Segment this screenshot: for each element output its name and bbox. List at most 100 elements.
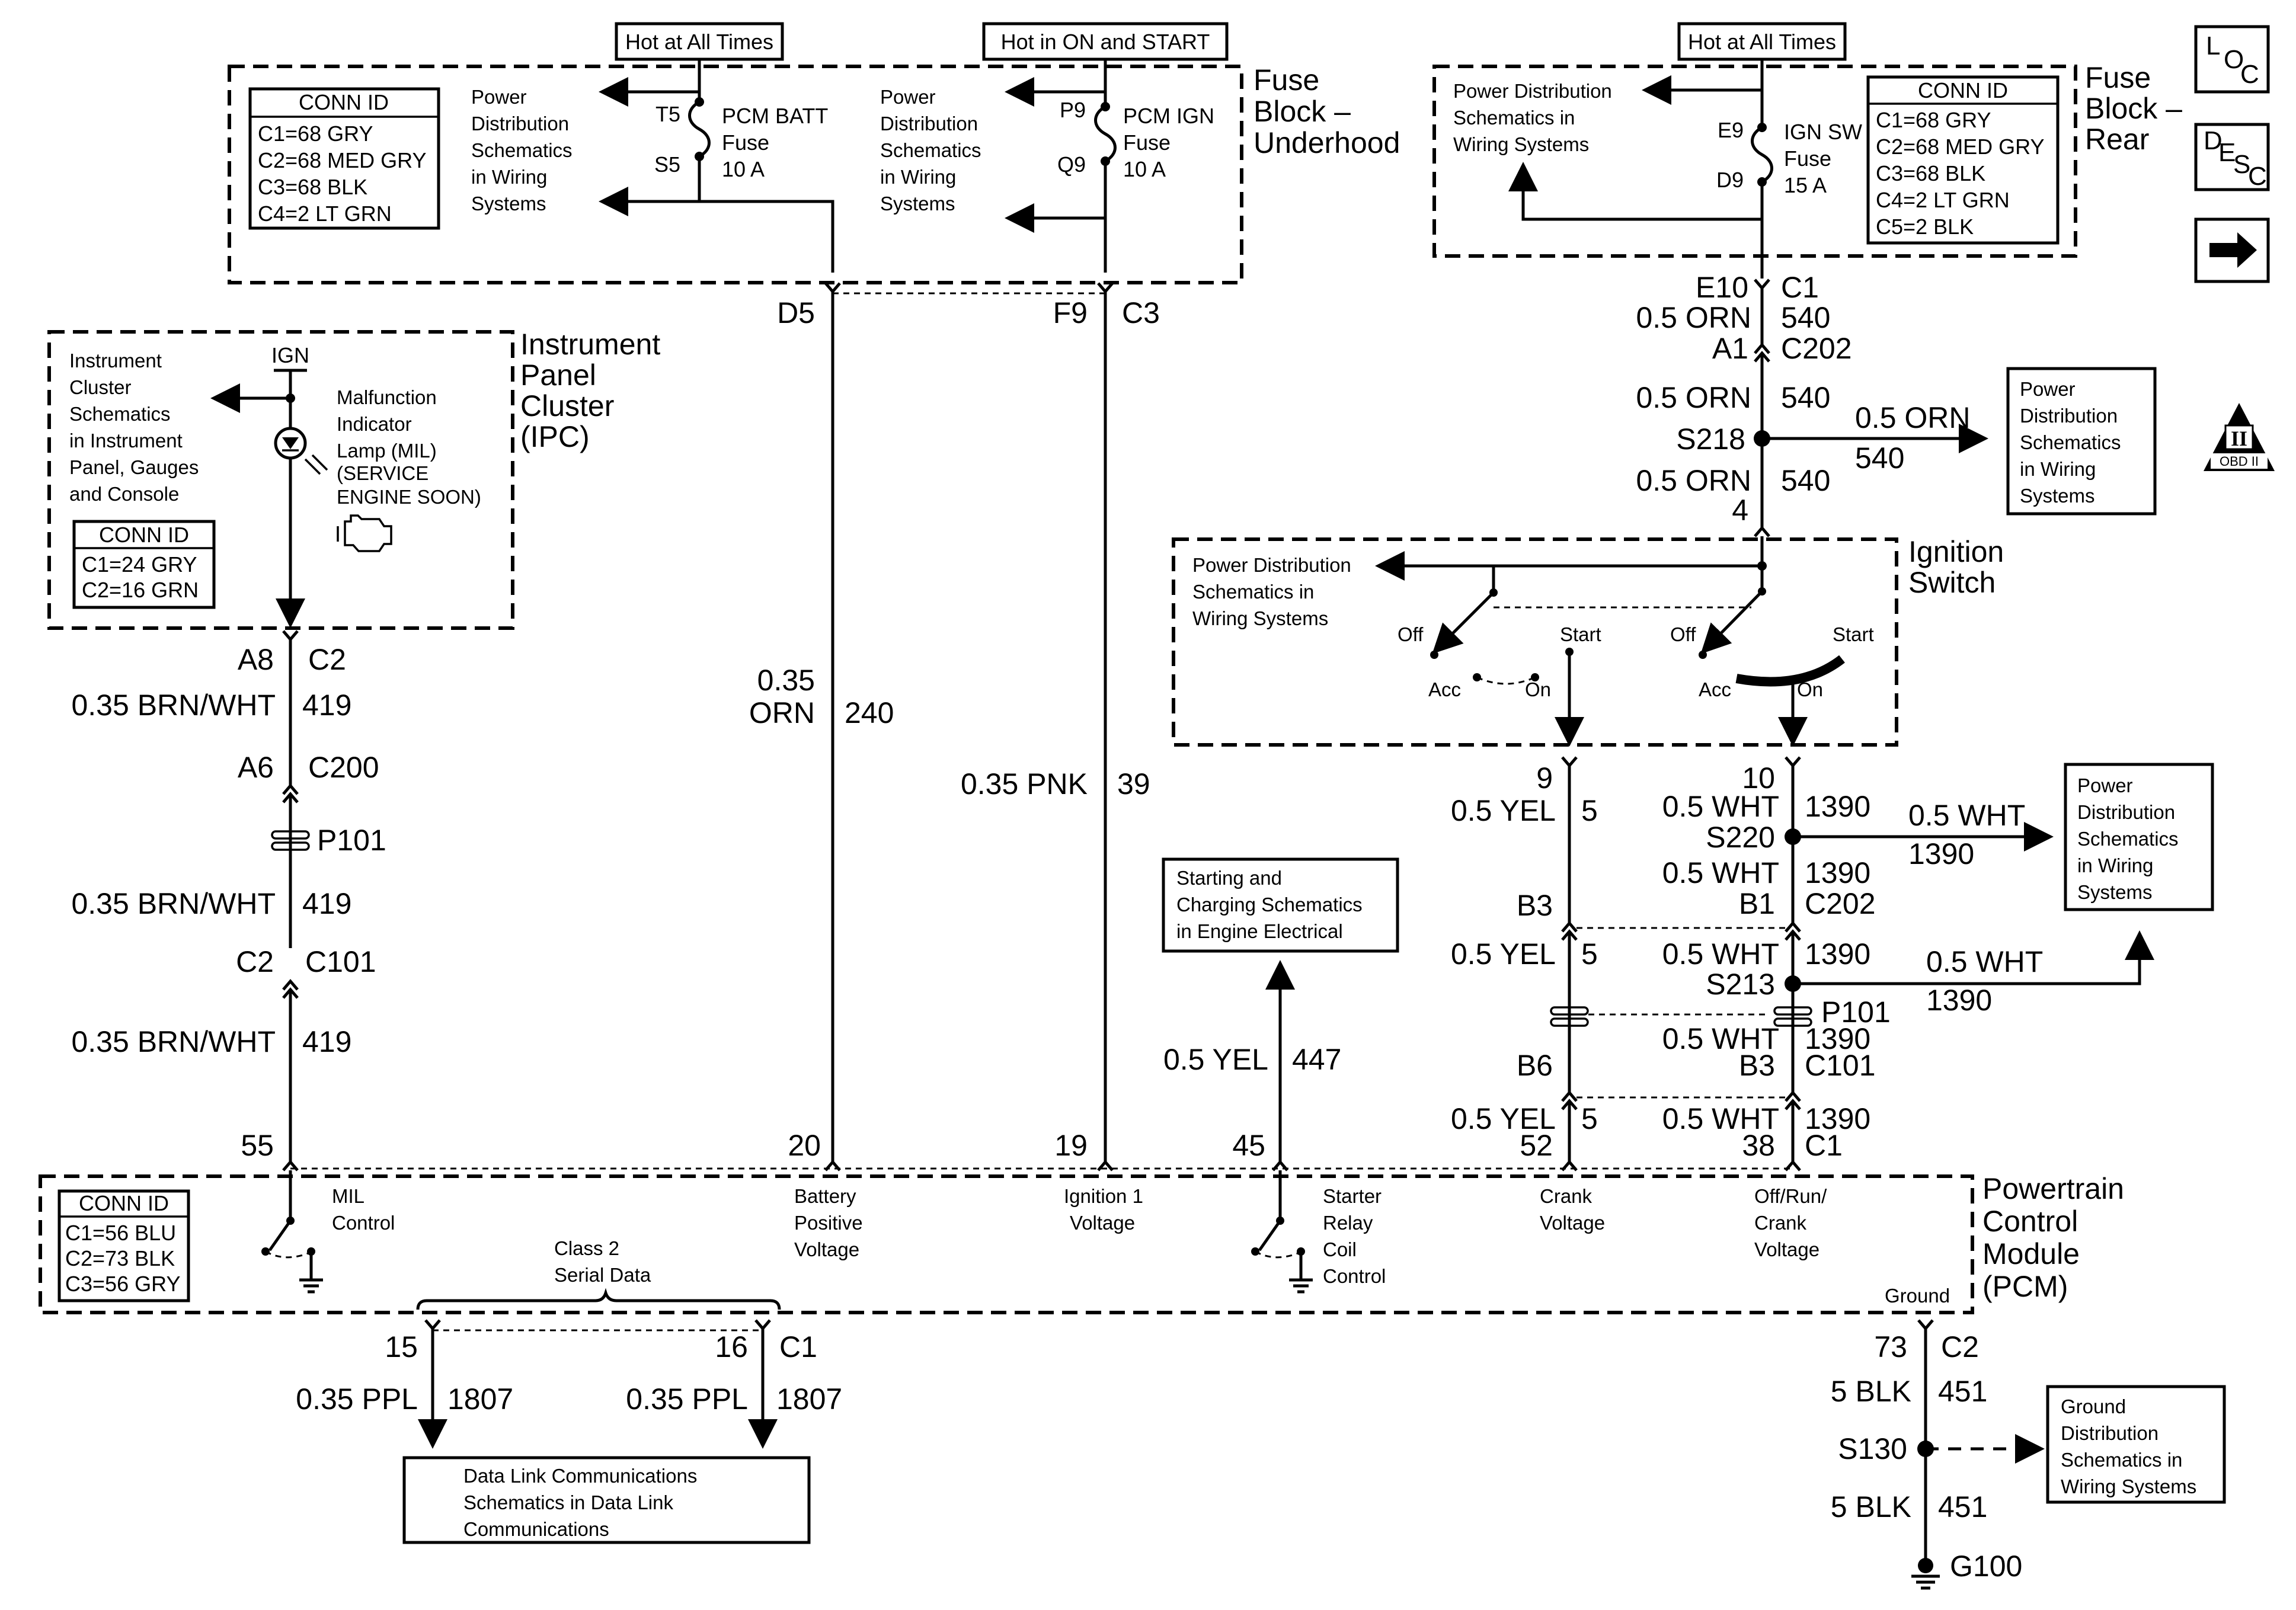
run-v-label-1: Off/Run/ bbox=[1754, 1185, 1827, 1207]
ign-start-right: Start bbox=[1833, 623, 1874, 645]
pd-540-line5: Systems bbox=[2020, 485, 2095, 507]
fuse-block-underhood-title-2: Block – bbox=[1253, 95, 1351, 128]
ipc-conn-head: CONN ID bbox=[99, 523, 189, 547]
n1390-label-5: 1390 bbox=[1805, 1102, 1870, 1135]
ign-sw-right-blade bbox=[1700, 590, 1763, 654]
b6-connector-symbol bbox=[1561, 1090, 1578, 1102]
s220-label: S220 bbox=[1706, 821, 1775, 854]
fuse-block-rear-title-1: Fuse bbox=[2085, 61, 2151, 94]
pcm-c1-label: C1 bbox=[1805, 1129, 1843, 1162]
batt-v-label-2: Positive bbox=[794, 1212, 863, 1234]
n1390-label-4: 1390 bbox=[1805, 1022, 1870, 1055]
n5-label-1: 5 bbox=[1581, 794, 1598, 827]
f9-connector-symbol bbox=[1097, 282, 1114, 294]
wire-419-label-1: 0.35 BRN/WHT bbox=[71, 689, 276, 722]
pin16-connector-symbol bbox=[754, 1319, 771, 1331]
ground-dist-line4: Wiring Systems bbox=[2061, 1475, 2196, 1497]
pcm-outline bbox=[39, 1174, 1974, 1314]
wire-447-label: 0.5 YEL bbox=[1163, 1043, 1268, 1076]
fuse-block-underhood-title-1: Fuse bbox=[1253, 63, 1319, 97]
desc-icon-frame[interactable] bbox=[2194, 123, 2270, 191]
pcm-title-3: Module bbox=[1982, 1237, 2080, 1270]
instrument-panel-cluster: Instrument Panel Cluster (IPC) Instrumen… bbox=[47, 328, 660, 630]
desc-icon-letter-s: S bbox=[2233, 150, 2250, 179]
rear-conn-head: CONN ID bbox=[1918, 78, 2008, 103]
mil-diode-triangle bbox=[282, 437, 299, 449]
n540-branch-label: 540 bbox=[1855, 441, 1904, 475]
circuit-540: E10 C1 0.5 ORN 540 A1 C202 0.5 ORN 540 S… bbox=[1636, 271, 2157, 537]
starter-ctl-ground-icon bbox=[1289, 1278, 1313, 1294]
starting-box-line1: Starting and bbox=[1176, 867, 1282, 889]
n1390-branch-1: 1390 bbox=[1908, 837, 1974, 870]
ign-sw-left-blade bbox=[1432, 591, 1495, 654]
ign-off-left-contact bbox=[1430, 651, 1438, 659]
circuit-1807: 15 16 C1 0.35 PPL 1807 0.35 PPL 1807 Dat… bbox=[296, 1319, 842, 1544]
wht-1390-label-2: 0.5 WHT bbox=[1662, 856, 1779, 889]
p101-run-shape-2 bbox=[1773, 1017, 1812, 1027]
g100-label: G100 bbox=[1950, 1550, 2022, 1583]
mil-name-2: Indicator bbox=[337, 413, 412, 435]
hot-ign-label: Hot in ON and START bbox=[1001, 30, 1210, 54]
p101-crank-passthrough-icon bbox=[1550, 1006, 1589, 1027]
orn-540-label-3: 0.5 ORN bbox=[1636, 464, 1751, 497]
c200-label: C200 bbox=[308, 751, 379, 784]
c101-label-right: C101 bbox=[1805, 1049, 1876, 1082]
a8-connector-symbol bbox=[282, 630, 299, 642]
orn-540-label-2: 0.5 ORN bbox=[1636, 381, 1751, 414]
loc-icon[interactable]: L O C bbox=[2194, 25, 2270, 94]
loc-icon-frame[interactable] bbox=[2194, 25, 2270, 94]
ign-acc-left: Acc bbox=[1428, 678, 1461, 700]
pd-mid-line4: in Wiring bbox=[880, 166, 956, 188]
underhood-conn-head: CONN ID bbox=[299, 90, 389, 114]
ign-on-left: On bbox=[1525, 678, 1551, 700]
mil-ctl-label-1: MIL bbox=[332, 1185, 364, 1207]
p101-passthrough-icon bbox=[271, 830, 310, 851]
ground-dist-line3: Schematics in bbox=[2061, 1449, 2182, 1471]
batt-v-label-1: Battery bbox=[794, 1185, 856, 1207]
b1-label: B1 bbox=[1739, 887, 1775, 920]
ipc-title-4: (IPC) bbox=[520, 420, 590, 453]
yel-5-label-2: 0.5 YEL bbox=[1451, 937, 1556, 971]
underhood-conn-id-box bbox=[248, 87, 440, 230]
circuit-5: 9 0.5 YEL 5 B3 0.5 YEL 5 B6 0.5 YEL 5 52 bbox=[1451, 756, 1769, 1164]
p101-label-left: P101 bbox=[317, 824, 386, 857]
a1-connector-symbol bbox=[1754, 343, 1770, 354]
pcm-conn-c2: C2=73 BLK bbox=[65, 1246, 175, 1270]
wire-39-label: 0.35 PNK bbox=[961, 767, 1088, 801]
pd-left-line5: Systems bbox=[471, 193, 546, 215]
pd-1390-line4: in Wiring bbox=[2077, 854, 2153, 876]
n1807-label-left: 1807 bbox=[447, 1382, 513, 1416]
circuit-39: 0.35 PNK 39 19 bbox=[961, 292, 1150, 1164]
b3-label-left: B3 bbox=[1517, 889, 1553, 922]
pcm-batt-fuse-symbol bbox=[688, 100, 711, 158]
rear-conn-c3: C3=68 BLK bbox=[1876, 161, 1985, 185]
ipc-conn-c2: C2=16 GRN bbox=[82, 578, 199, 602]
e9-label: E9 bbox=[1718, 118, 1744, 142]
ign-fuse-name-3: 10 A bbox=[1123, 157, 1166, 181]
ign-on-left-contact bbox=[1531, 673, 1539, 681]
wire-240-label-1: 0.35 bbox=[757, 664, 815, 697]
fuse-block-rear: Fuse Block – Rear Hot at All Times Power… bbox=[1432, 22, 2182, 279]
rear-fuse-name-3: 15 A bbox=[1784, 173, 1827, 197]
pin19-label: 19 bbox=[1054, 1129, 1088, 1162]
p101-run-passthrough-icon bbox=[1773, 1006, 1812, 1027]
n419-label-3: 419 bbox=[302, 1025, 351, 1058]
pin55-label: 55 bbox=[241, 1129, 274, 1162]
starting-box-line2: Charging Schematics bbox=[1176, 894, 1363, 916]
desc-icon[interactable]: D E S C bbox=[2194, 123, 2270, 191]
ign-fuse-name-1: PCM IGN bbox=[1123, 104, 1214, 128]
n540-label-3: 540 bbox=[1781, 464, 1830, 497]
a1-label: A1 bbox=[1712, 332, 1748, 365]
data-link-line3: Communications bbox=[463, 1518, 609, 1540]
batt-fuse-name-3: 10 A bbox=[722, 157, 765, 181]
b6-label: B6 bbox=[1517, 1049, 1553, 1082]
n540-label-1: 540 bbox=[1781, 301, 1830, 334]
desc-icon-letter-d: D bbox=[2204, 126, 2223, 155]
pd-540-line1: Power bbox=[2020, 378, 2076, 400]
ign-off-left: Off bbox=[1398, 623, 1424, 645]
starter-ctl-arc bbox=[1255, 1250, 1299, 1259]
next-arrow-icon[interactable] bbox=[2194, 217, 2270, 283]
pcm-pin52-symbol bbox=[1561, 1160, 1578, 1172]
circuit-1390: 10 0.5 WHT 1390 S220 0.5 WHT 1390 0.5 WH… bbox=[1576, 756, 2214, 1164]
pd-1390-line2: Distribution bbox=[2077, 801, 2175, 823]
